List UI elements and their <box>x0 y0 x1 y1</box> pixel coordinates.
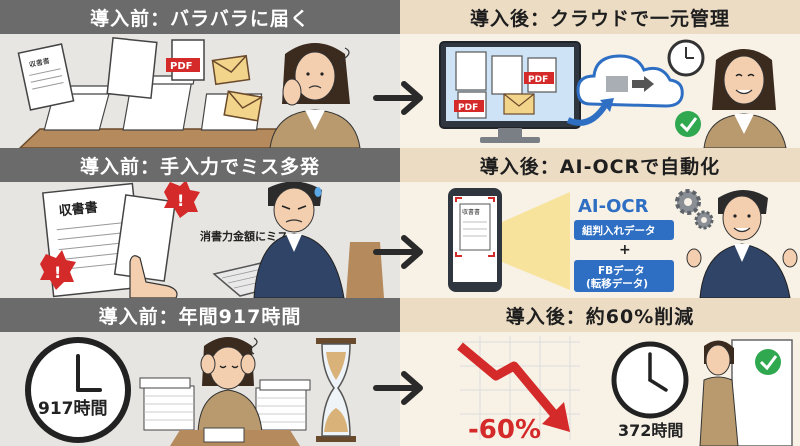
svg-text:PDF: PDF <box>170 61 192 72</box>
svg-text:PDF: PDF <box>528 75 548 85</box>
cloud-management-illustration: PDF PDF <box>439 39 787 149</box>
pdf-icon-screen-2: PDF <box>454 91 487 119</box>
envelope-icon <box>211 54 263 122</box>
after-title-3: 導入後：約60%削減 <box>400 298 800 332</box>
overtime-illustration: 917時間 <box>25 337 356 446</box>
ai-ocr-illustration: 収書書 AI-OCR 組判入れデータ + FBデータ (転移データ) <box>448 188 798 299</box>
scattered-documents-illustration: 収書書 PDF <box>17 37 361 149</box>
row-data-entry: 導入前：手入力でミス多発 導入後：AI-OCRで自動化 収書書 <box>0 148 800 299</box>
pdf-icon: PDF <box>166 39 205 81</box>
error-note: 消書力金額にミス <box>200 229 288 243</box>
right-arrow-icon <box>373 81 423 115</box>
before-title-2: 導入前：手入力でミス多発 <box>0 148 400 182</box>
leaving-woman-illustration <box>699 340 739 446</box>
after-hours-label: 372時間 <box>618 421 683 440</box>
invoice-doc-icon: 収書書 <box>17 43 75 111</box>
clock-icon-after <box>611 341 689 419</box>
row-distribution: 導入前：バラバラに届く 導入後：クラウドで一元管理 収書書 <box>0 0 800 149</box>
worried-woman-illustration <box>269 43 361 149</box>
presenting-man-illustration <box>686 190 798 299</box>
down-trend-arrow-icon <box>457 342 570 432</box>
after-panel-2: 収書書 AI-OCR 組判入れデータ + FBデータ (転移データ) <box>400 182 800 299</box>
right-arrow-icon-3 <box>373 371 423 405</box>
svg-text:収書書: 収書書 <box>462 208 480 216</box>
svg-text:!: ! <box>54 263 61 282</box>
gear-icon <box>675 189 714 230</box>
after-title-1: 導入後：クラウドで一元管理 <box>400 0 800 34</box>
cloud-icon <box>576 54 684 108</box>
clock-icon <box>667 39 705 77</box>
data-box-2-line1: FBデータ <box>598 264 645 277</box>
right-arrow-icon-2 <box>373 235 423 269</box>
data-box-2-line2: (転移データ) <box>586 277 648 290</box>
svg-text:PDF: PDF <box>458 103 478 113</box>
check-icon-2 <box>755 349 781 375</box>
svg-text:!: ! <box>177 191 184 210</box>
before-title-1: 導入前：バラバラに届く <box>0 0 400 34</box>
clock-icon-before: 917時間 <box>25 337 131 443</box>
warning-icon: ! <box>40 250 76 290</box>
before-panel-2: 収書書 ! ! <box>0 180 400 299</box>
pdf-icon-screen: PDF <box>524 57 557 93</box>
before-hours-label: 917時間 <box>38 398 108 419</box>
manual-entry-illustration: 収書書 ! ! <box>40 180 384 299</box>
check-icon <box>675 111 701 137</box>
exhausted-woman-illustration <box>197 337 263 433</box>
smiling-woman-illustration <box>703 49 787 149</box>
stressed-man-illustration <box>253 181 345 299</box>
after-title-2: 導入後：AI-OCRで自動化 <box>400 148 800 182</box>
data-box-1: 組判入れデータ <box>582 224 656 237</box>
before-panel-1: 収書書 PDF <box>0 34 400 149</box>
svg-text:+: + <box>619 242 631 258</box>
reduction-illustration: -60% 372時間 <box>457 336 793 446</box>
ai-ocr-label: AI-OCR <box>578 196 649 217</box>
hourglass-icon <box>316 338 356 442</box>
before-title-3: 導入前：年間917時間 <box>0 298 400 332</box>
row-time-savings: 導入前：年間917時間 導入後：約60%削減 917時間 <box>0 298 800 446</box>
after-panel-3: -60% 372時間 <box>400 332 800 446</box>
smartphone-icon: 収書書 <box>448 188 502 292</box>
hand-illustration <box>129 255 178 299</box>
reduction-label: -60% <box>468 415 541 445</box>
before-panel-3: 917時間 <box>0 332 400 446</box>
svg-text:収書書: 収書書 <box>28 56 50 69</box>
warning-icon-2: ! <box>164 180 200 218</box>
envelope-icon-screen <box>503 93 535 115</box>
upload-arrow-icon <box>566 102 609 126</box>
after-panel-1: PDF PDF <box>400 34 800 149</box>
svg-text:収書書: 収書書 <box>58 199 98 219</box>
